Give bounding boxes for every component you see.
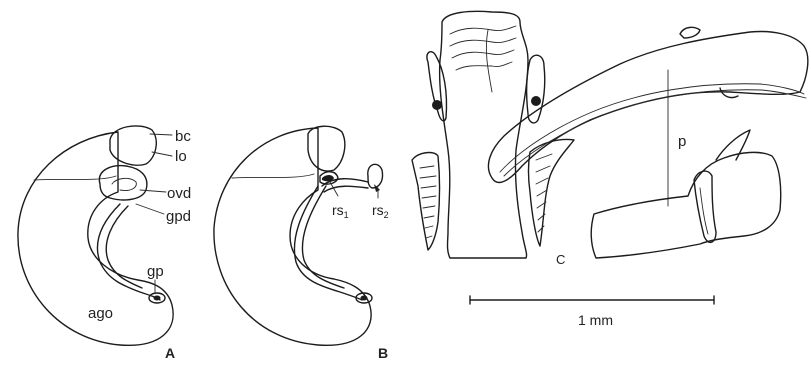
label-ago: ago — [88, 305, 113, 322]
panel-c-body — [440, 11, 528, 258]
panel-a: bc lo ovd gpd gp ago A — [18, 126, 191, 361]
panel-b-duct — [294, 186, 362, 300]
panel-b-partition — [232, 174, 314, 178]
scale-bar-label: 1 mm — [578, 312, 613, 328]
label-gpd: gpd — [166, 208, 191, 225]
panel-a-partition — [34, 176, 116, 180]
label-lo: lo — [175, 148, 187, 165]
panel-c-penis-duct — [500, 84, 804, 172]
panel-b-letter: B — [378, 345, 388, 361]
scale-bar: 1 mm — [470, 296, 714, 328]
label-rs1: rs1 — [332, 202, 349, 220]
label-p: p — [678, 133, 686, 150]
panel-c: p C — [412, 11, 808, 267]
label-bc: bc — [175, 128, 191, 145]
label-ovd: ovd — [167, 185, 191, 202]
panel-b-outline — [214, 128, 371, 345]
panel-c-ridges — [450, 26, 516, 34]
panel-b-bursa — [308, 126, 345, 171]
panel-b: rs1 rs2 B — [214, 126, 389, 361]
panel-c-right-lobe — [527, 55, 545, 123]
panel-c-right-flap — [529, 140, 575, 247]
panel-c-left-lobe — [427, 52, 447, 121]
panel-a-letter: A — [165, 345, 175, 361]
panel-a-loop — [99, 166, 147, 200]
panel-c-letter: C — [556, 252, 565, 267]
receptaculum-2 — [368, 164, 383, 188]
label-rs2: rs2 — [372, 202, 389, 220]
label-gp: gp — [147, 263, 164, 280]
panel-c-lower-body — [591, 152, 781, 258]
